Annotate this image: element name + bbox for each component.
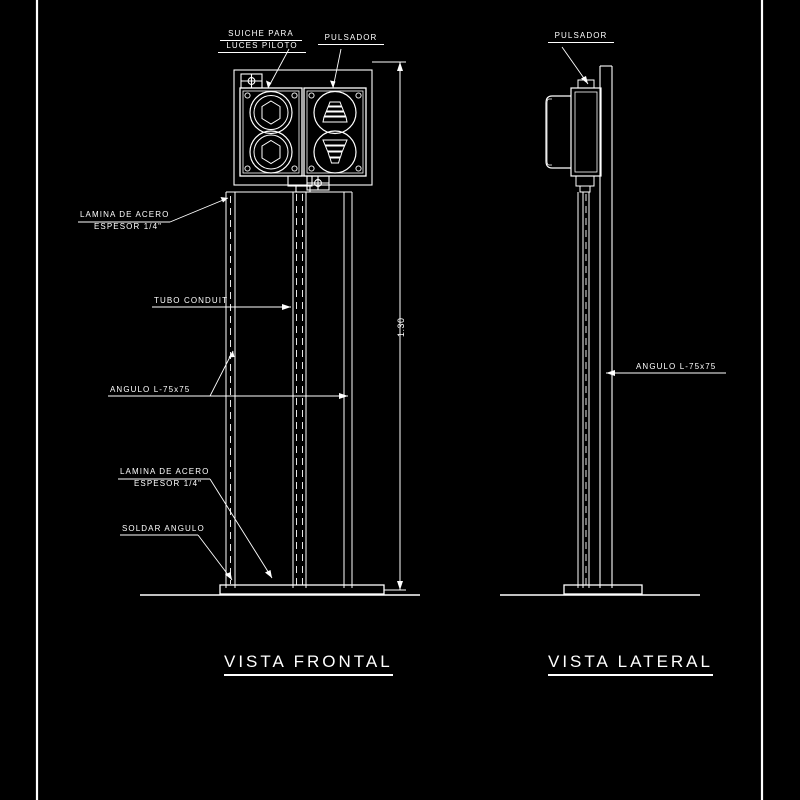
pushbutton-lower-stepped-cone xyxy=(322,139,348,164)
label-lamina-top-line1: LAMINA DE ACERO xyxy=(80,210,170,219)
front-enclosure-backplate xyxy=(233,69,373,186)
dim-arrow-bottom xyxy=(397,581,403,590)
screw-icon xyxy=(308,165,315,172)
pilot-light-upper-inner-ring xyxy=(253,95,289,130)
leader-soldar-angulo xyxy=(197,534,233,581)
front-leader-lines xyxy=(78,48,348,581)
screw-icon xyxy=(291,165,298,172)
view-title-side: VISTA LATERAL xyxy=(548,652,713,676)
label-lamina-top-line2: ESPESOR 1/4" xyxy=(94,222,163,231)
pilot-light-lower-hex-bezel xyxy=(261,139,281,165)
leader-suiche xyxy=(267,48,290,89)
leader-lamina-top xyxy=(169,197,229,223)
front-view-group xyxy=(78,48,420,596)
leader-angulo-front-diagonal xyxy=(209,350,234,397)
side-bottom-hub xyxy=(575,175,595,187)
label-angulo-front: ANGULO L-75x75 xyxy=(110,385,191,394)
front-top-junction-fitting xyxy=(240,73,263,89)
front-right-device-box xyxy=(303,87,367,177)
side-post-members xyxy=(577,192,590,588)
view-title-front: VISTA FRONTAL xyxy=(224,652,393,676)
label-tubo-conduit: TUBO CONDUIT xyxy=(154,296,229,305)
screw-icon xyxy=(244,92,251,99)
dimension-overall-height: 1.30 xyxy=(396,317,406,337)
label-suiche-line2: LUCES PILOTO xyxy=(218,41,306,53)
side-leader-lines xyxy=(561,46,726,376)
side-enclosure-cover xyxy=(545,95,571,169)
screw-icon xyxy=(308,92,315,99)
front-height-dimension xyxy=(372,61,406,591)
label-soldar-angulo: SOLDAR ANGULO xyxy=(122,524,205,533)
screw-icon xyxy=(244,165,251,172)
side-back-plate xyxy=(599,65,613,588)
pilot-light-upper-hex-bezel xyxy=(261,100,281,125)
front-left-device-box xyxy=(239,87,303,177)
label-angulo-side: ANGULO L-75x75 xyxy=(636,362,717,371)
front-conduit-tube xyxy=(292,192,307,588)
front-bottom-conduit-hub xyxy=(287,175,330,193)
pilot-light-lower-inner-ring xyxy=(253,134,289,170)
front-steel-plate-panel xyxy=(225,191,353,588)
side-base-plate xyxy=(563,584,643,595)
label-lamina-bottom-line1: LAMINA DE ACERO xyxy=(120,467,210,476)
front-conduit-tube-hidden-centerline xyxy=(296,194,303,586)
side-view-group xyxy=(500,46,726,596)
screw-icon xyxy=(355,165,362,172)
pushbutton-lower-ring xyxy=(313,130,357,174)
label-pulsador-front: PULSADOR xyxy=(318,33,384,45)
side-enclosure-body xyxy=(545,79,602,193)
front-base-plate xyxy=(219,584,385,595)
label-suiche-line1: SUICHE PARA xyxy=(220,29,302,41)
leader-lamina-bottom xyxy=(209,478,273,579)
pilot-light-lower-outer-ring xyxy=(249,130,293,174)
screw-icon xyxy=(355,92,362,99)
pilot-light-upper-outer-ring xyxy=(249,90,293,135)
sheet-border xyxy=(35,0,764,800)
label-lamina-bottom-line2: ESPESOR 1/4" xyxy=(134,479,203,488)
dim-arrow-top xyxy=(397,62,403,71)
pushbutton-upper-stepped-dome xyxy=(322,101,348,123)
screw-icon xyxy=(291,92,298,99)
pushbutton-upper-ring xyxy=(313,90,357,135)
label-pulsador-side: PULSADOR xyxy=(548,31,614,43)
